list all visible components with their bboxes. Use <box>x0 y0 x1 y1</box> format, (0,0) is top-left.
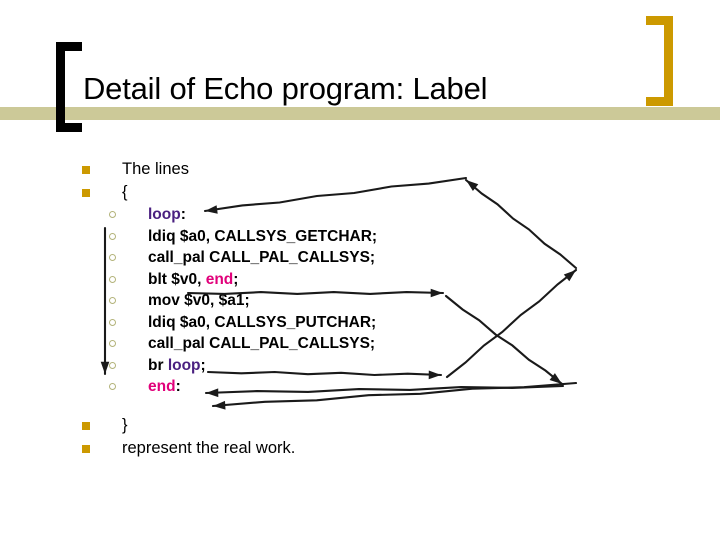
code-token-plain: ldiq $a0, CALLSYS_GETCHAR; <box>148 227 378 245</box>
left-bracket-decoration <box>56 42 82 132</box>
list-item-closing-sentence: represent the real work. <box>78 437 478 460</box>
arrow-shaft <box>464 178 578 270</box>
list-item-the-lines: The lines <box>78 158 478 181</box>
code-token-plain: br <box>148 356 168 374</box>
code-line-text: ldiq $a0, CALLSYS_PUTCHAR; <box>148 312 376 334</box>
code-token-punct: : <box>180 206 186 223</box>
code-line-blt-end: blt $v0, end; <box>78 269 478 291</box>
code-token-punct: ; <box>200 356 206 374</box>
code-line-callpal-2: call_pal CALL_PAL_CALLSYS; <box>78 333 478 355</box>
code-line-list: loop:ldiq $a0, CALLSYS_GETCHAR;call_pal … <box>78 204 478 398</box>
code-line-callpal-1: call_pal CALL_PAL_CALLSYS; <box>78 247 478 269</box>
circle-bullet-icon <box>109 340 116 347</box>
code-line-text: loop: <box>148 204 186 226</box>
circle-bullet-icon <box>109 361 116 369</box>
square-bullet-icon <box>82 421 90 430</box>
code-line-text: blt $v0, end; <box>148 269 238 291</box>
circle-bullet-icon <box>109 383 116 390</box>
spacer <box>78 398 478 414</box>
code-token-plain: ldiq $a0, CALLSYS_PUTCHAR; <box>148 313 377 331</box>
arrow-loop-riser <box>464 178 578 270</box>
body-content: The lines { loop:ldiq $a0, CALLSYS_GETCH… <box>78 158 478 460</box>
code-line-br-loop: br loop; <box>78 355 478 377</box>
code-token-plain: mov $v0, $a1; <box>148 292 250 309</box>
list-item-label: represent the real work. <box>122 438 296 457</box>
list-item-label: } <box>122 415 128 434</box>
code-token-plain: call_pal CALL_PAL_CALLSYS; <box>148 335 376 352</box>
list-item-close-brace: } <box>78 414 478 437</box>
code-token-label-loop: loop <box>167 356 201 374</box>
code-line-ldiq-getchar: ldiq $a0, CALLSYS_GETCHAR; <box>78 226 478 248</box>
right-bracket-decoration <box>646 16 673 106</box>
code-line-text: mov $v0, $a1; <box>148 290 250 312</box>
code-line-text: ldiq $a0, CALLSYS_GETCHAR; <box>148 226 377 248</box>
circle-bullet-icon <box>109 297 116 304</box>
circle-bullet-icon <box>109 211 116 218</box>
code-token-punct: ; <box>233 270 239 288</box>
square-bullet-icon <box>82 444 90 453</box>
code-line-text: call_pal CALL_PAL_CALLSYS; <box>148 333 375 355</box>
code-line-text: br loop; <box>148 355 206 377</box>
code-line-mov-v0-a1: mov $v0, $a1; <box>78 290 478 312</box>
circle-bullet-icon <box>109 254 116 261</box>
arrow-head-icon <box>563 270 576 282</box>
code-token-label-loop: loop <box>148 206 181 223</box>
arrow-head-icon <box>549 373 562 384</box>
code-line-text: call_pal CALL_PAL_CALLSYS; <box>148 247 375 269</box>
code-token-plain: blt $v0, <box>148 270 206 288</box>
code-token-label-end: end <box>205 270 234 288</box>
title-underline-band <box>0 107 720 120</box>
code-line-ldiq-putchar: ldiq $a0, CALLSYS_PUTCHAR; <box>78 312 478 334</box>
code-line-label-end: end: <box>78 376 478 398</box>
list-item-open-brace: { <box>78 181 478 204</box>
circle-bullet-icon <box>109 232 116 240</box>
square-bullet-icon <box>82 166 90 174</box>
code-token-plain: call_pal CALL_PAL_CALLSYS; <box>148 249 376 266</box>
code-line-label-loop: loop: <box>78 204 478 226</box>
list-item-label: The lines <box>122 160 189 178</box>
list-item-label: { <box>122 183 128 201</box>
square-bullet-icon <box>82 189 90 197</box>
code-token-label-end: end <box>148 378 176 395</box>
code-token-punct: : <box>175 378 181 395</box>
code-line-text: end: <box>148 376 181 398</box>
circle-bullet-icon <box>109 318 116 326</box>
page-title: Detail of Echo program: Label <box>83 71 488 106</box>
circle-bullet-icon <box>109 275 116 283</box>
